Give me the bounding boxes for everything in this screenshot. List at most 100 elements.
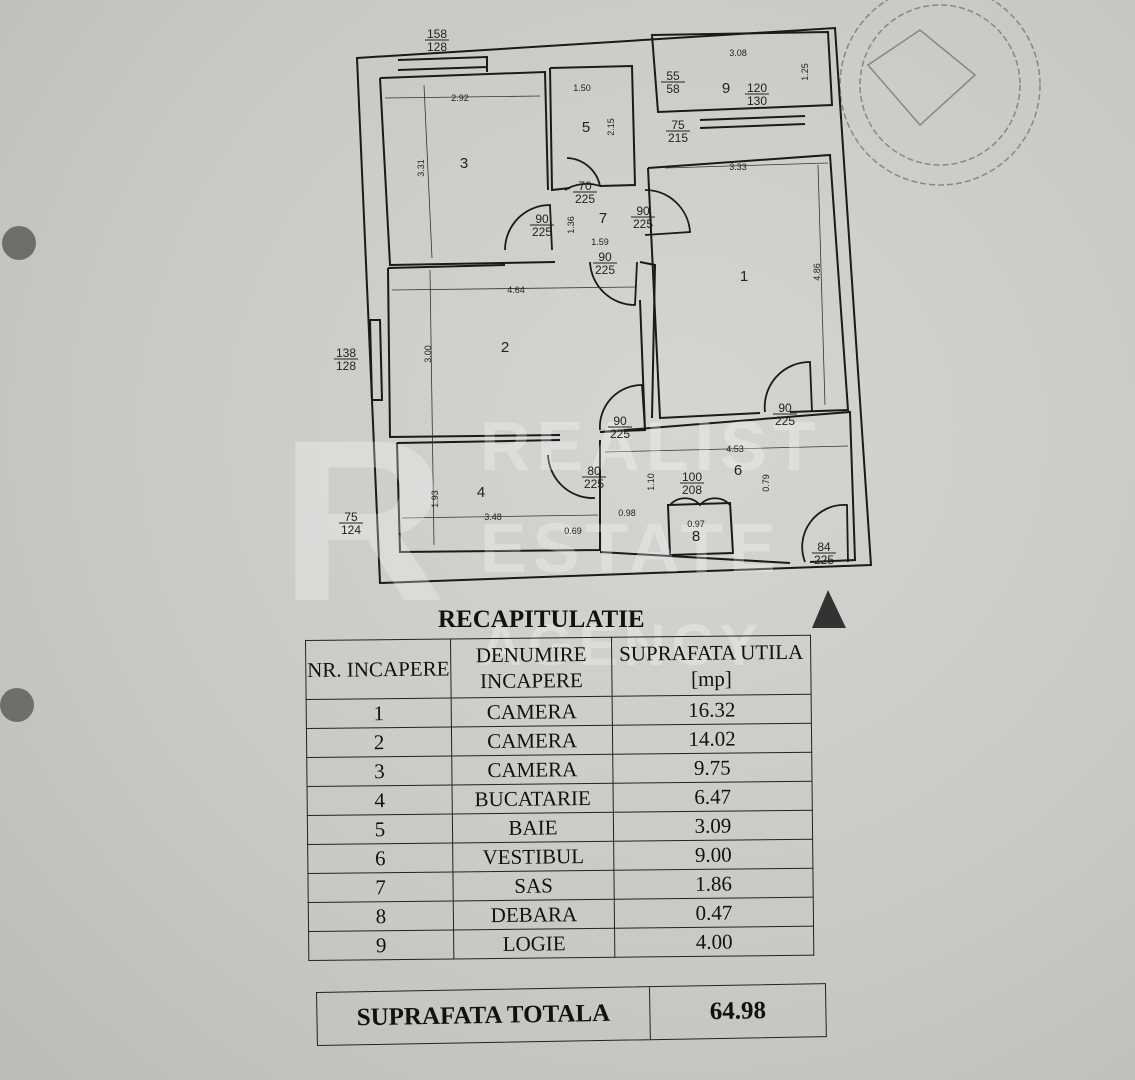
cell-name: DEBARA	[453, 899, 615, 930]
cadastre-stamp	[839, 0, 1041, 186]
total-row: SUPRAFATA TOTALA 64.98	[316, 983, 827, 1046]
opening-width: 90	[636, 204, 650, 218]
cell-nr: 9	[308, 929, 454, 961]
dimension-label: 1.25	[800, 63, 810, 81]
opening-height: 225	[595, 263, 615, 277]
dimension-label: 3.00	[423, 345, 433, 363]
header-name: DENUMIRE INCAPERE	[450, 637, 613, 698]
header-area: SUPRAFATA UTILA [mp]	[611, 635, 812, 697]
svg-text:REALIST: REALIST	[480, 407, 821, 485]
cell-name: CAMERA	[451, 696, 613, 727]
svg-text:ESTATE: ESTATE	[480, 509, 782, 587]
opening-height: 58	[666, 82, 680, 96]
opening-height: 225	[814, 553, 834, 567]
opening-height: 225	[775, 414, 795, 428]
dimension-label: 4.53	[726, 444, 744, 454]
cell-area: 0.47	[614, 897, 814, 929]
opening-height: 225	[633, 217, 653, 231]
room-number: 3	[460, 155, 468, 172]
cell-name: BAIE	[452, 812, 614, 843]
cell-nr: 5	[307, 813, 453, 845]
walls	[355, 26, 873, 585]
dimension-label: 1.93	[430, 490, 440, 508]
cell-area: 3.09	[613, 810, 813, 842]
cell-name: LOGIE	[453, 928, 615, 959]
room-number: 1	[740, 268, 748, 285]
opening-width: 75	[344, 510, 358, 524]
cell-area: 14.02	[612, 723, 812, 755]
cell-area: 6.47	[613, 781, 813, 813]
opening-height: 124	[341, 523, 361, 537]
opening-width: 120	[747, 81, 767, 95]
cell-name: CAMERA	[451, 754, 614, 785]
opening-width: 90	[598, 250, 612, 264]
opening-width: 55	[666, 69, 680, 83]
dimension-label: 1.10	[646, 473, 656, 491]
cell-name: CAMERA	[451, 725, 613, 756]
opening-width: 90	[613, 414, 627, 428]
dimension-lines	[384, 84, 849, 546]
total-value: 64.98	[709, 997, 767, 1026]
dimension-label: 1.50	[573, 83, 591, 93]
cell-nr: 8	[308, 900, 454, 932]
dimension-label: 4.64	[507, 285, 525, 295]
room-number: 4	[477, 484, 485, 501]
cell-name: SAS	[452, 870, 615, 901]
punch-hole	[2, 226, 36, 260]
dimension-label: 4.86	[812, 263, 822, 281]
dimension-label: 3.48	[484, 512, 502, 522]
dimension-label: 0.79	[761, 474, 771, 492]
opening-width: 84	[817, 540, 831, 554]
watermark: R REALIST ESTATE AGENCY	[280, 392, 821, 678]
dimension-label: 0.69	[564, 526, 582, 536]
dimension-label: 1.59	[591, 237, 609, 247]
opening-width: 75	[671, 118, 685, 132]
dimension-label: 3.31	[416, 159, 426, 177]
cell-nr: 4	[307, 784, 453, 816]
dimension-label: 2.92	[451, 93, 469, 103]
dimension-label: 3.33	[729, 162, 747, 172]
cell-nr: 3	[306, 755, 453, 787]
cell-nr: 7	[307, 871, 454, 903]
room-number: 5	[582, 119, 590, 136]
cell-nr: 2	[306, 726, 452, 758]
north-arrow-icon	[812, 590, 846, 628]
dimension-label: 0.97	[687, 519, 705, 529]
opening-height: 130	[747, 94, 767, 108]
opening-height: 225	[584, 477, 604, 491]
opening-height: 225	[575, 192, 595, 206]
dimension-label: 3.08	[729, 48, 747, 58]
opening-width: 90	[535, 212, 549, 226]
opening-height: 208	[682, 483, 702, 497]
opening-height: 128	[336, 359, 356, 373]
total-label: SUPRAFATA TOTALA	[317, 987, 651, 1045]
room-number: 6	[734, 462, 742, 479]
room-number: 9	[722, 80, 730, 97]
svg-text:AGENCY: AGENCY	[480, 613, 764, 678]
opening-width: 138	[336, 346, 356, 360]
svg-text:R: R	[280, 392, 452, 649]
opening-width: 80	[587, 464, 601, 478]
cell-area: 9.75	[612, 752, 813, 784]
opening-height: 215	[668, 131, 688, 145]
opening-height: 128	[427, 40, 447, 54]
opening-height: 225	[610, 427, 630, 441]
dimension-label: 1.36	[566, 216, 576, 234]
opening-width: 90	[778, 401, 792, 415]
punch-hole	[0, 688, 34, 722]
opening-width: 100	[682, 470, 702, 484]
cell-area: 1.86	[613, 868, 814, 900]
opening-width: 158	[427, 27, 447, 41]
room-number: 7	[599, 210, 607, 227]
dimension-label: 0.98	[618, 508, 636, 518]
cell-name: VESTIBUL	[452, 841, 614, 872]
cell-area: 4.00	[614, 926, 814, 958]
cell-nr: 6	[307, 842, 453, 874]
opening-width: 70	[578, 179, 592, 193]
